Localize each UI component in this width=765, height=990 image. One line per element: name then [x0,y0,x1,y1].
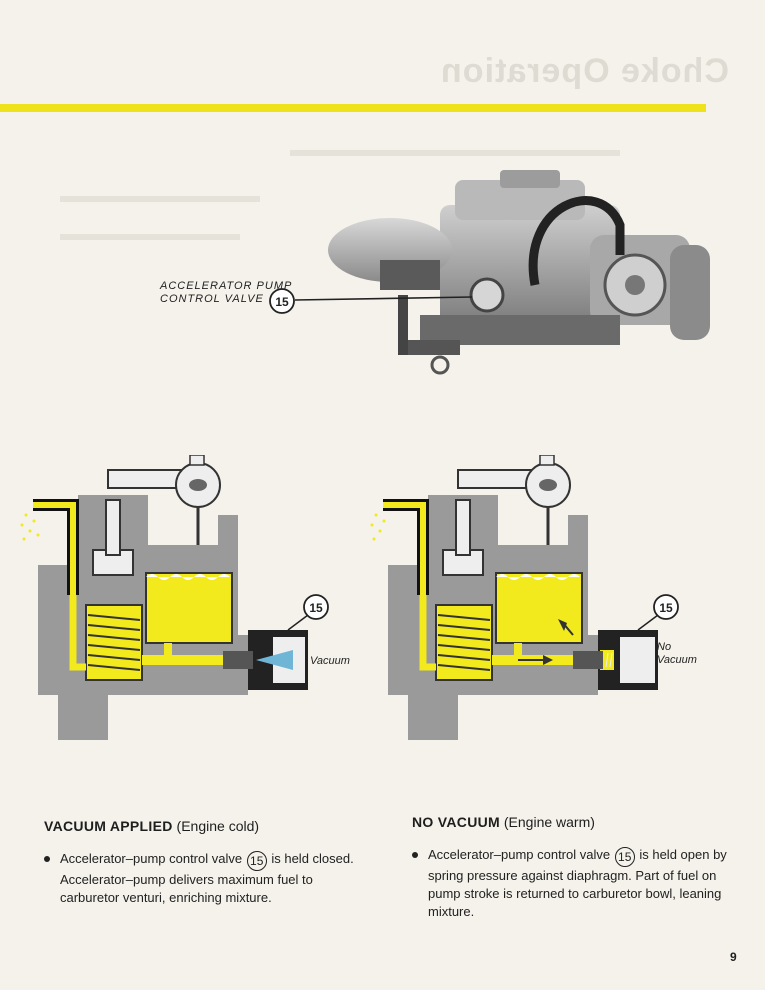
no-vacuum-heading: NO VACUUM (Engine warm) [412,814,732,830]
callout-number: 15 [275,295,289,309]
no-vacuum-bullet: Accelerator–pump control valve 15 is hel… [412,846,732,921]
vacuum-applied-heading-note: (Engine cold) [176,818,260,834]
callout-label-line-2: CONTROL VALVE [160,293,264,305]
vacuum-applied-section: VACUUM APPLIED (Engine cold) Accelerator… [44,818,364,907]
no-vacuum-diagram: 15 [370,455,679,740]
no-vacuum-text-1: Accelerator–pump control valve [428,847,611,862]
no-vacuum-ref: 15 [614,847,635,867]
bleed-through-text: Choke Operation [440,52,729,90]
no-vacuum-section: NO VACUUM (Engine warm) Accelerator–pump… [412,814,732,921]
bleed-through-line [290,150,620,156]
vacuum-applied-bullet: Accelerator–pump control valve 15 is hel… [44,850,364,907]
page-number: 9 [730,950,737,964]
vacuum-applied-text-2: is held closed. Accelerator–pump deliver… [60,851,354,905]
no-vacuum-label-line-1: No [657,641,672,653]
vacuum-applied-diagram: 15 [20,455,329,740]
no-vacuum-label: No Vacuum [657,641,697,667]
vacuum-applied-ref: 15 [246,851,267,871]
diagram-right-number: 15 [659,601,673,615]
no-vacuum-heading-note: (Engine warm) [503,814,595,830]
yellow-header-rule [0,104,706,112]
no-vacuum-text-2: is held open by spring pressure against … [428,847,727,919]
callout-label-line-1: ACCELERATOR PUMP [160,280,293,292]
bleed-through-line [60,196,260,202]
diagram-left-number: 15 [309,601,323,615]
carburetor-photo: 15 [269,170,710,375]
vacuum-applied-heading-bold: VACUUM APPLIED [44,818,173,834]
vacuum-applied-heading: VACUUM APPLIED (Engine cold) [44,818,364,834]
no-vacuum-label-line-2: Vacuum [657,654,697,666]
vacuum-label: Vacuum [310,655,350,667]
callout-label: ACCELERATOR PUMP CONTROL VALVE [160,280,292,306]
bleed-through-line [60,234,240,240]
vacuum-applied-text-1: Accelerator–pump control valve [60,851,243,866]
no-vacuum-heading-bold: NO VACUUM [412,814,500,830]
